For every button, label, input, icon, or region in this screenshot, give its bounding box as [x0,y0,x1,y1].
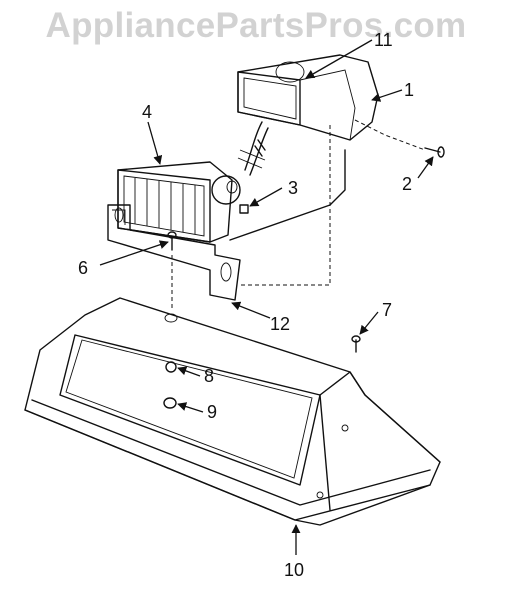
watermark-logo: AppliancePartsPros.com [45,6,467,45]
lamp-assembly [117,161,241,243]
callout-6: 6 [78,258,88,278]
callout-10: 10 [284,560,304,580]
callout-8: 8 [204,366,214,386]
callout-leaders [99,39,434,555]
screw-part-6 [167,231,177,251]
dispenser-base [24,297,441,526]
callout-4: 4 [142,102,152,122]
nut-part-9 [163,397,177,409]
callout-3: 3 [288,178,298,198]
callout-12: 12 [270,314,290,334]
callout-labels: 11 1 2 3 4 6 7 8 9 12 10 [78,30,414,580]
nut-part-3 [239,204,249,214]
lamp-wires [237,121,269,176]
grommet-part-8 [165,361,177,373]
callout-7: 7 [382,300,392,320]
callout-11: 11 [374,30,393,50]
support-rod [229,149,346,241]
screw-part-2 [424,146,445,158]
callout-1: 1 [404,80,414,100]
duct-housing [237,54,426,286]
callout-9: 9 [207,402,217,422]
screw-part-7 [351,335,361,353]
mounting-bracket [107,204,241,301]
callout-2: 2 [402,174,412,194]
